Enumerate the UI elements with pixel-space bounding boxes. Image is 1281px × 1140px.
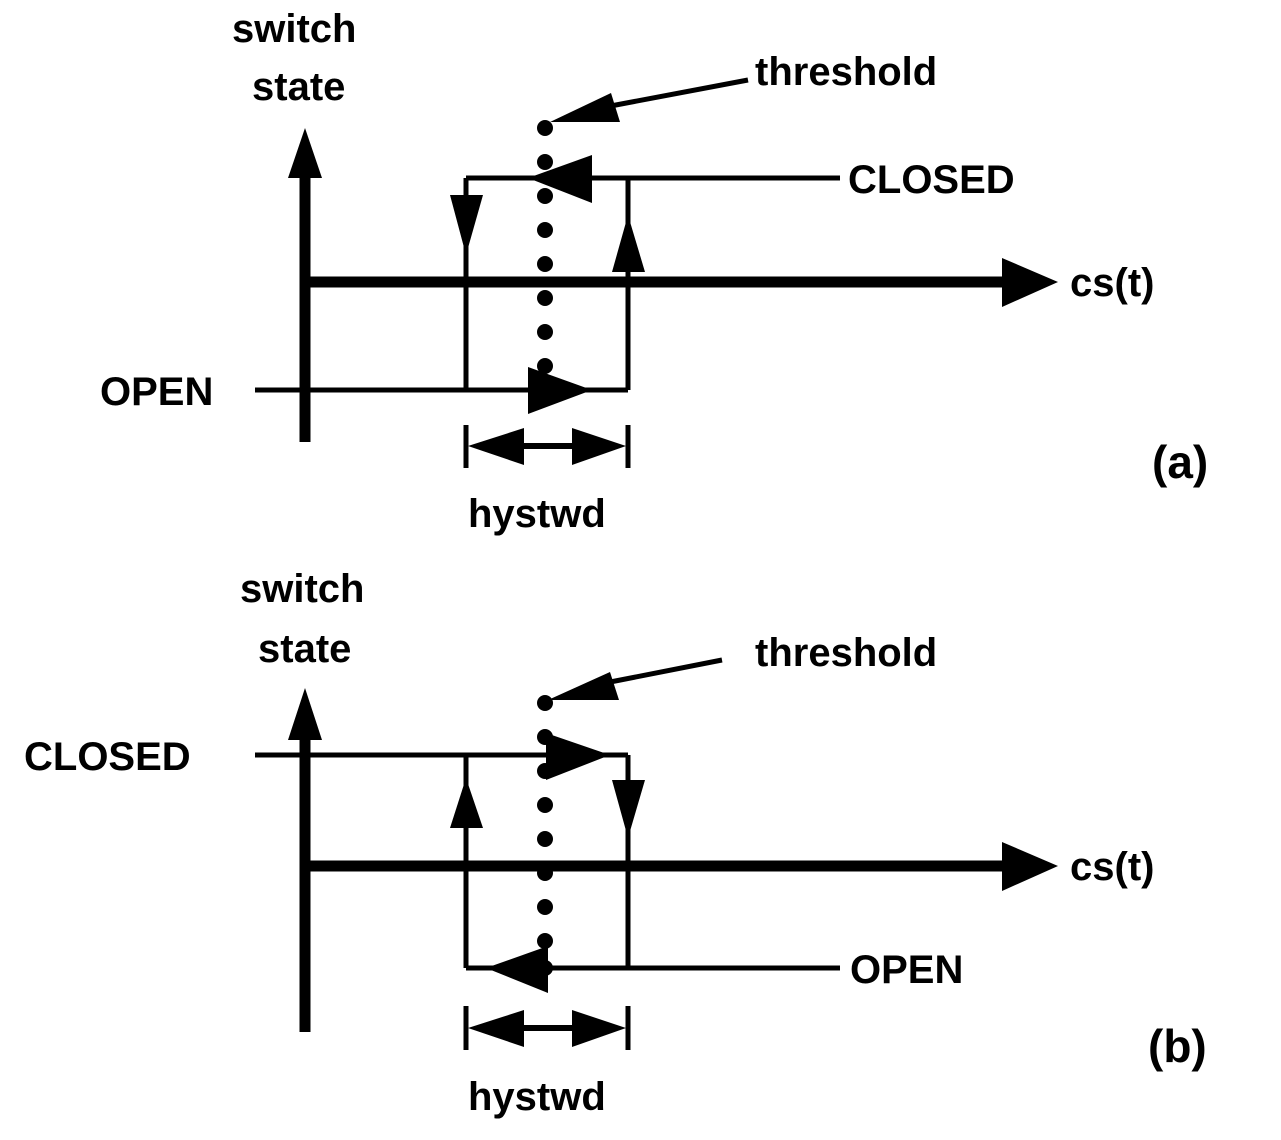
panel-a-y-axis-label-line2: state bbox=[252, 65, 345, 109]
panel-b-threshold-label: threshold bbox=[755, 631, 937, 675]
panel-a-hystwd-label: hystwd bbox=[468, 492, 606, 536]
panel-b-x-axis-label: cs(t) bbox=[1070, 845, 1154, 889]
panel-a-right-transition bbox=[612, 178, 645, 390]
panel-b: switch state cs(t) CLOSED OPEN bbox=[24, 567, 1207, 1119]
panel-b-lower-direction-arrow bbox=[486, 946, 548, 993]
panel-a-closed-label: CLOSED bbox=[848, 158, 1015, 202]
panel-b-right-transition bbox=[612, 755, 645, 968]
panel-b-hystwd-dimension bbox=[463, 1006, 631, 1050]
panel-a-open-label: OPEN bbox=[100, 370, 213, 414]
panel-b-y-axis-label-line1: switch bbox=[240, 567, 364, 611]
panel-a-left-transition bbox=[450, 178, 483, 390]
panel-b-open-label: OPEN bbox=[850, 948, 963, 992]
panel-a-threshold-leader bbox=[550, 77, 749, 122]
panel-a-letter: (a) bbox=[1152, 436, 1208, 488]
panel-a-lower-direction-arrow bbox=[528, 367, 592, 414]
panel-b-closed-label: CLOSED bbox=[24, 735, 191, 779]
panel-b-upper-direction-arrow bbox=[546, 733, 610, 780]
panel-b-left-transition bbox=[450, 755, 483, 968]
panel-b-threshold-dotted-line bbox=[537, 695, 553, 976]
panel-b-x-axis bbox=[305, 842, 1058, 891]
panel-a-threshold-label: threshold bbox=[755, 50, 937, 94]
panel-a-y-axis bbox=[288, 128, 322, 442]
panel-a: switch state cs(t) CLOSED OPEN bbox=[100, 7, 1208, 536]
panel-b-hystwd-label: hystwd bbox=[468, 1075, 606, 1119]
panel-b-letter: (b) bbox=[1148, 1020, 1207, 1072]
panel-a-x-axis-label: cs(t) bbox=[1070, 261, 1154, 305]
panel-b-threshold-leader bbox=[548, 657, 723, 700]
panel-a-upper-direction-arrow bbox=[528, 155, 592, 203]
panel-a-hystwd-dimension bbox=[463, 425, 631, 468]
panel-b-y-axis bbox=[288, 688, 322, 1032]
panel-a-threshold-dotted-line bbox=[537, 120, 553, 400]
panel-a-x-axis bbox=[305, 258, 1058, 307]
panel-b-y-axis-label-line2: state bbox=[258, 627, 351, 671]
panel-a-y-axis-label-line1: switch bbox=[232, 7, 356, 51]
